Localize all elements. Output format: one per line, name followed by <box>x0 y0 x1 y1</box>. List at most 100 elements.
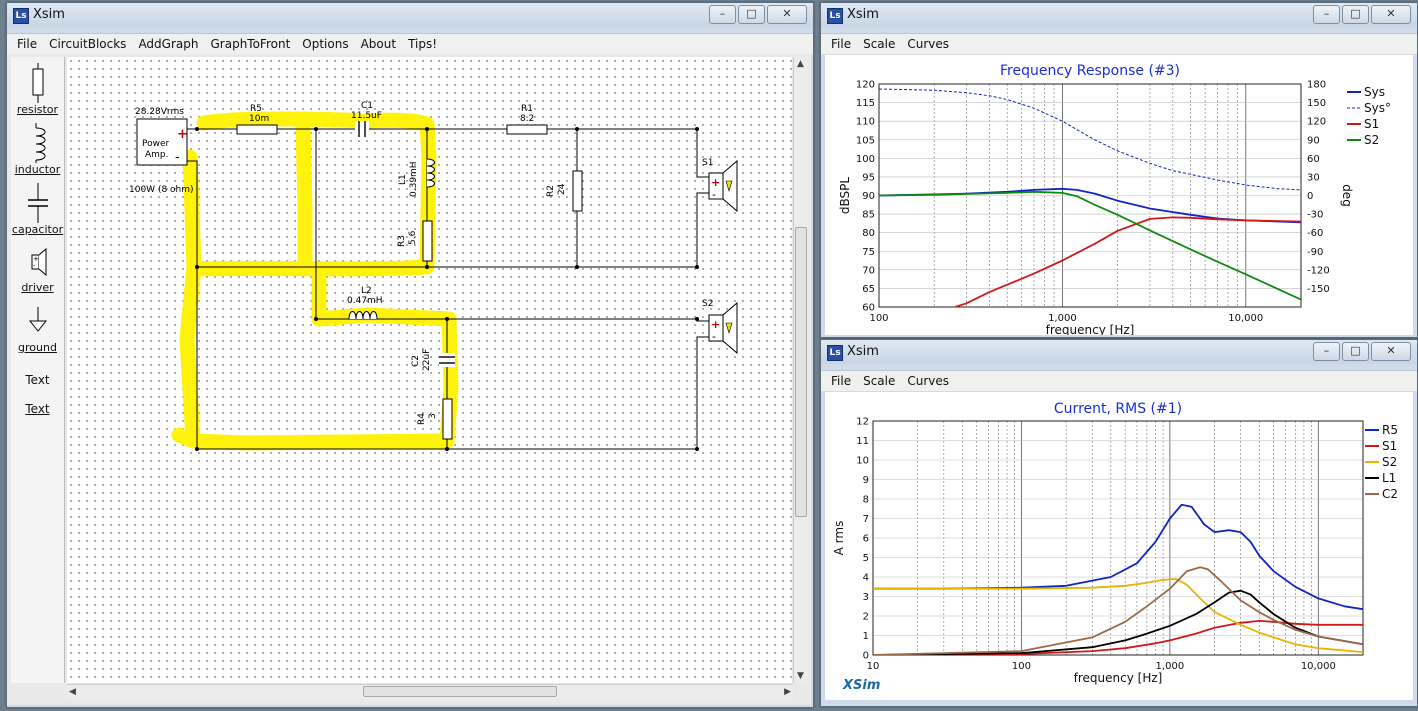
svg-text:-: - <box>712 188 716 201</box>
y-tick-label: 12 <box>856 417 869 428</box>
scroll-down-icon[interactable]: ▼ <box>797 671 804 681</box>
canvas-vertical-scrollbar[interactable]: ▲ ▼ <box>793 57 808 683</box>
close-button[interactable]: ✕ <box>1371 5 1411 24</box>
capacitor-icon <box>27 183 48 223</box>
svg-text:+: + <box>711 176 720 189</box>
menu-file[interactable]: File <box>831 374 852 388</box>
y2-axis-label: deg <box>1340 184 1354 207</box>
y2-tick-label: -30 <box>1307 210 1323 221</box>
x-tick-label: 10,000 <box>1301 661 1336 672</box>
tool-ground-label: ground <box>18 341 57 354</box>
xsim-app-icon: Ls <box>827 8 843 24</box>
maximize-button[interactable]: □ <box>1342 5 1369 24</box>
amp-voltage-label: 28.28Vrms <box>135 107 184 117</box>
r3-resistor[interactable] <box>422 220 433 262</box>
canvas-horizontal-scrollbar[interactable]: ◀ ▶ <box>67 684 793 699</box>
r1-resistor[interactable] <box>506 124 548 135</box>
horizontal-scroll-thumb[interactable] <box>363 686 557 697</box>
y2-tick-label: 30 <box>1307 172 1320 183</box>
y-tick-label: 11 <box>856 436 869 447</box>
close-button[interactable]: ✕ <box>767 5 807 24</box>
menu-about[interactable]: About <box>360 37 397 51</box>
y-tick-label: 1 <box>863 631 869 642</box>
tool-ground[interactable]: ground <box>11 307 64 354</box>
menu-file[interactable]: File <box>17 37 38 51</box>
y-tick-label: 60 <box>862 303 875 314</box>
tool-text-underlined-label: Text <box>25 402 50 416</box>
tool-resistor[interactable]: resistor <box>11 63 64 116</box>
menu-curves[interactable]: Curves <box>907 37 950 51</box>
tool-driver[interactable]: +- driver <box>11 245 64 294</box>
menu-file[interactable]: File <box>831 37 852 51</box>
minimize-button[interactable]: – <box>709 5 736 24</box>
menu-scale[interactable]: Scale <box>863 374 896 388</box>
tool-capacitor[interactable]: capacitor <box>11 183 64 236</box>
tool-inductor[interactable]: inductor <box>11 123 64 176</box>
s1-label: S1 <box>702 158 713 168</box>
maximize-button[interactable]: □ <box>1342 342 1369 361</box>
vertical-scroll-thumb[interactable] <box>795 227 807 517</box>
maximize-button[interactable]: □ <box>738 5 765 24</box>
menu-options[interactable]: Options <box>302 37 349 51</box>
l2-inductor[interactable] <box>348 311 378 320</box>
xsim-app-icon: Ls <box>827 345 843 361</box>
r4-name: R4 <box>417 413 427 425</box>
power-amp[interactable]: + - <box>136 118 188 166</box>
scroll-right-icon[interactable]: ▶ <box>784 687 791 697</box>
minimize-button[interactable]: – <box>1313 5 1340 24</box>
window-title: Xsim <box>847 7 879 22</box>
menu-graphtofront[interactable]: GraphToFront <box>210 37 291 51</box>
tool-text-plain[interactable]: Text <box>11 373 64 387</box>
y-tick-label: 100 <box>856 154 875 165</box>
l1-inductor[interactable] <box>426 158 435 188</box>
schematic-canvas[interactable]: + - 28.28Vrms Power Amp. 100W (8 ohm) R5… <box>67 57 792 683</box>
c1-capacitor[interactable] <box>355 121 369 137</box>
r1-value: 8.2 <box>520 114 534 124</box>
svg-text:-: - <box>712 330 716 343</box>
menu-scale[interactable]: Scale <box>863 37 896 51</box>
y2-tick-label: 120 <box>1307 117 1326 128</box>
r5-resistor[interactable] <box>236 124 278 135</box>
l2-value: 0.47mH <box>347 296 383 306</box>
close-button[interactable]: ✕ <box>1371 342 1411 361</box>
tool-inductor-label: inductor <box>14 163 61 176</box>
y-tick-label: 70 <box>862 265 875 276</box>
menu-tips[interactable]: Tips! <box>408 37 438 51</box>
y-tick-label: 0 <box>863 651 869 662</box>
menu-circuitblocks[interactable]: CircuitBlocks <box>49 37 127 51</box>
r5-value: 10m <box>249 114 269 124</box>
s2-driver[interactable]: + - <box>708 301 738 355</box>
resistor-icon <box>32 63 43 103</box>
legend-label: S1 <box>1382 439 1397 453</box>
schematic-titlebar[interactable]: Ls Xsim – □ ✕ <box>7 3 813 27</box>
series-line-s2 <box>879 190 1301 301</box>
legend-label: Sys <box>1364 85 1385 99</box>
chart-title: Frequency Response (#3) <box>1000 63 1180 79</box>
y-tick-label: 2 <box>863 612 869 623</box>
scroll-left-icon[interactable]: ◀ <box>69 687 76 697</box>
freq-titlebar[interactable]: Ls Xsim – □ ✕ <box>821 3 1417 27</box>
menu-curves[interactable]: Curves <box>907 374 950 388</box>
current-titlebar[interactable]: Ls Xsim – □ ✕ <box>821 340 1417 364</box>
minimize-button[interactable]: – <box>1313 342 1340 361</box>
r2-resistor[interactable] <box>572 170 583 212</box>
y-tick-label: 3 <box>863 592 869 603</box>
series-line-s2 <box>873 577 1363 653</box>
y2-tick-label: -120 <box>1307 265 1330 276</box>
s1-driver[interactable]: + - <box>708 159 738 213</box>
c2-capacitor[interactable] <box>439 353 455 367</box>
series-line-s1 <box>873 619 1363 655</box>
y2-tick-label: -60 <box>1307 228 1323 239</box>
legend-label: S2 <box>1382 455 1397 469</box>
menu-addgraph[interactable]: AddGraph <box>138 37 199 51</box>
y2-tick-label: 180 <box>1307 80 1326 91</box>
scroll-up-icon[interactable]: ▲ <box>797 59 804 69</box>
c2-name: C2 <box>411 355 421 367</box>
window-title: Xsim <box>33 7 65 22</box>
r4-resistor[interactable] <box>442 398 453 440</box>
frequency-response-chart[interactable]: 6065707580859095100105110115120-150-120-… <box>825 55 1413 337</box>
series-line-r5 <box>873 503 1363 611</box>
tool-text-underlined[interactable]: Text <box>11 402 64 416</box>
